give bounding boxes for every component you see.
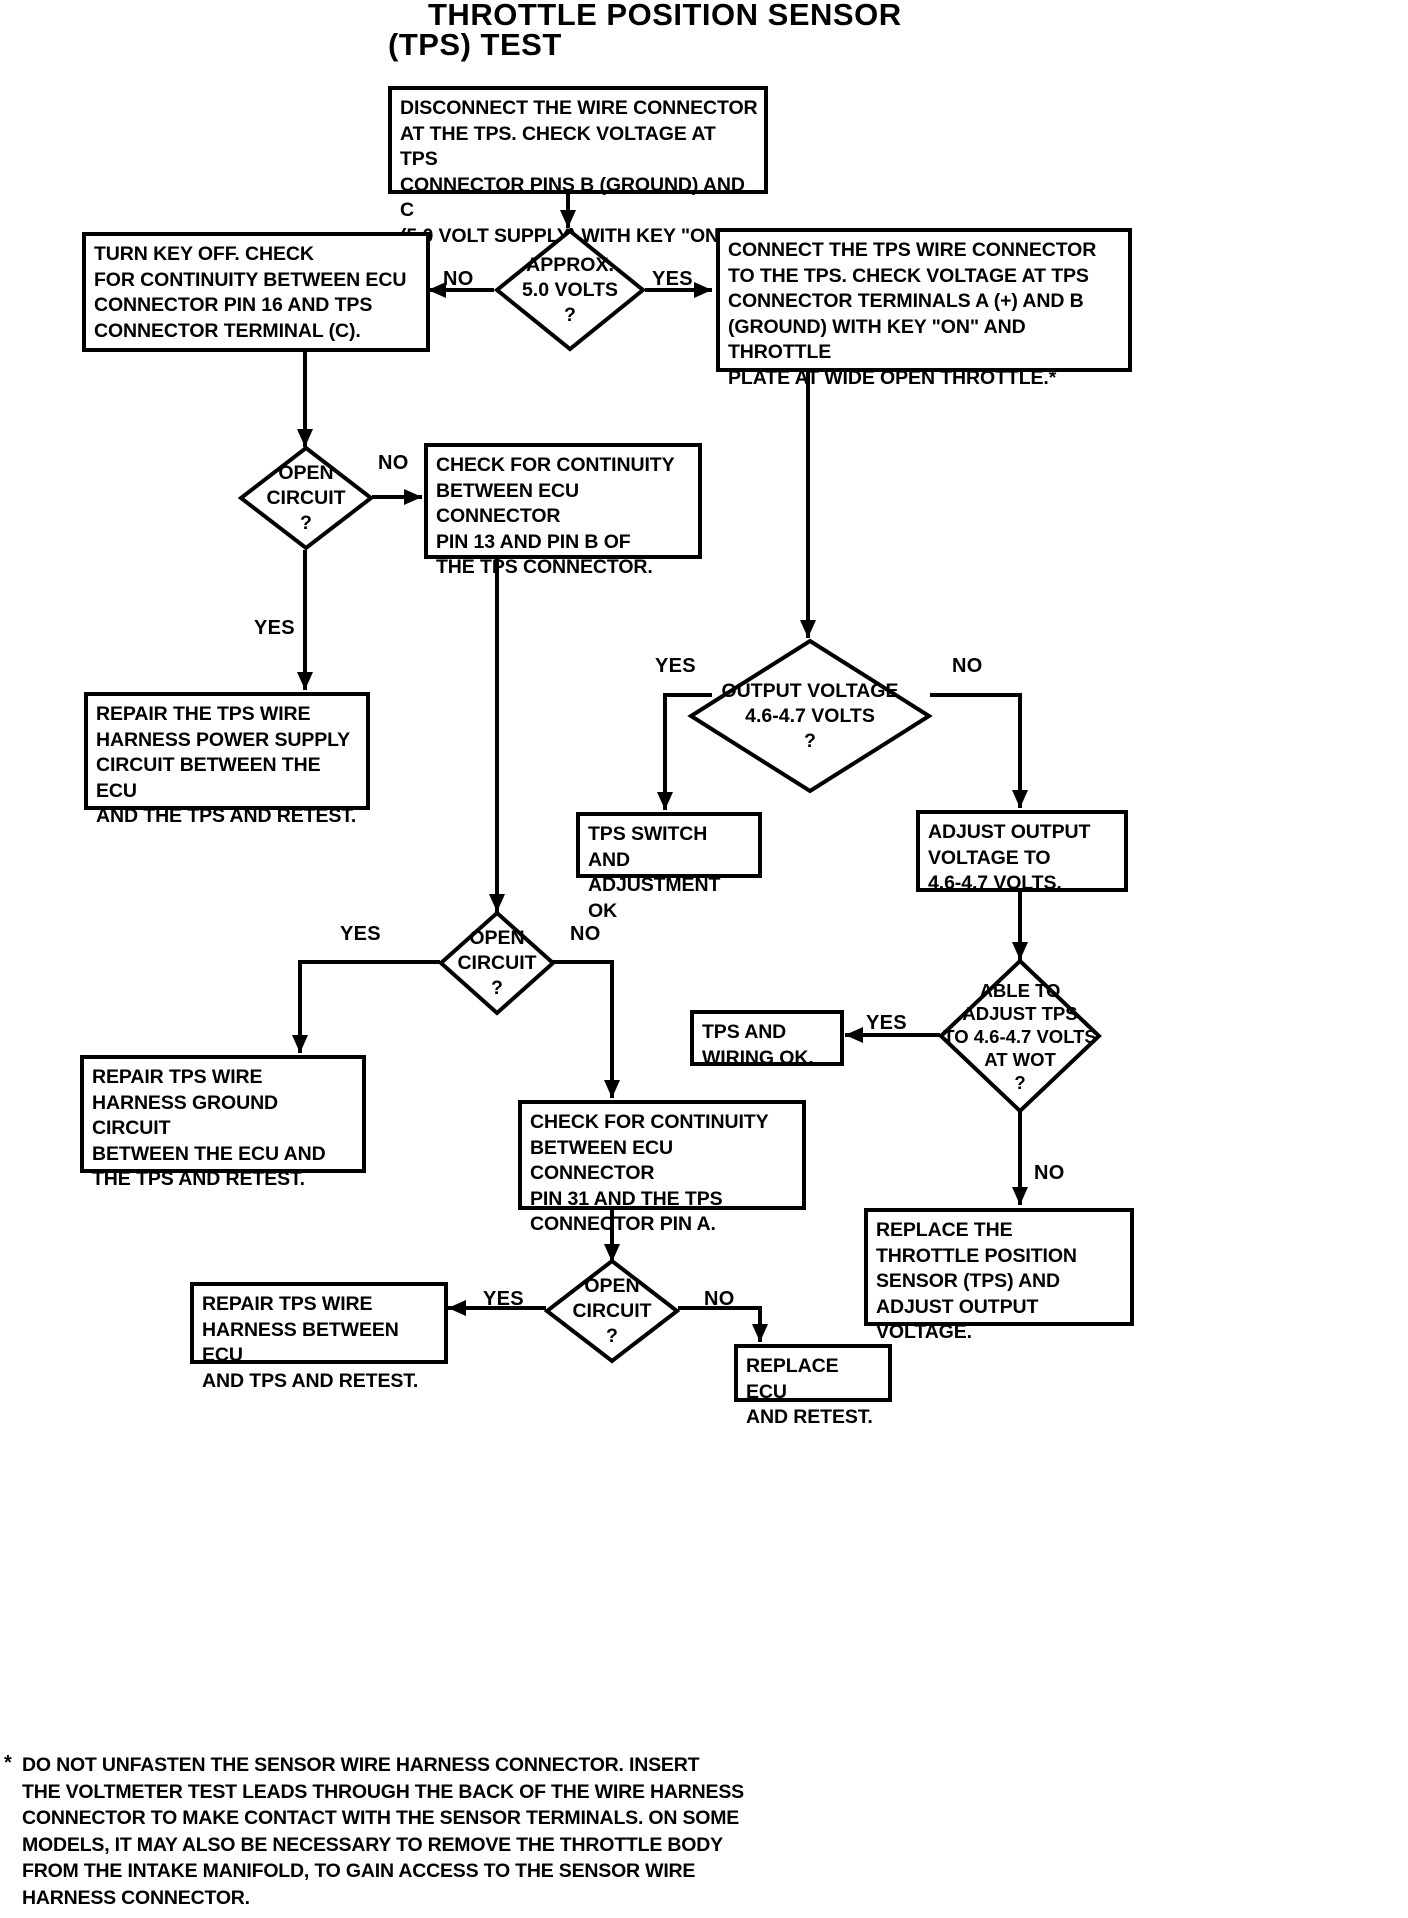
edge-label-able-no: NO (1034, 1162, 1065, 1184)
node-repair-power-supply: REPAIR THE TPS WIRE HARNESS POWER SUPPLY… (84, 692, 370, 827)
node-able-to-adjust: ABLE TO ADJUST TPS TO 4.6-4.7 VOLTS AT W… (938, 958, 1102, 1114)
edge-label-oc3-yes: YES (483, 1288, 524, 1310)
page-title-line-2: (TPS) TEST (388, 27, 562, 62)
arrowhead (845, 1027, 863, 1043)
footnote-marker: * (4, 1752, 12, 1774)
node-connect-tps: CONNECT THE TPS WIRE CONNECTOR TO THE TP… (716, 228, 1132, 389)
edge-label-ov-no: NO (952, 655, 983, 677)
footnote-text: DO NOT UNFASTEN THE SENSOR WIRE HARNESS … (22, 1754, 744, 1909)
node-open-circuit-2: OPEN CIRCUIT ? (437, 910, 557, 1016)
node-output-voltage: OUTPUT VOLTAGE 4.6-4.7 VOLTS ? (687, 638, 933, 794)
node-tps-switch-ok: TPS SWITCH AND ADJUSTMENT OK (576, 812, 762, 922)
node-adjust-output-voltage: ADJUST OUTPUT VOLTAGE TO 4.6-4.7 VOLTS. (916, 810, 1128, 894)
edge-label-approx-no: NO (443, 268, 474, 290)
node-approx-5-volts: APPROX. 5.0 VOLTS ? (493, 228, 647, 352)
edge-label-approx-yes: YES (652, 268, 693, 290)
edge-label-oc2-no: NO (570, 923, 601, 945)
arrowhead (292, 1035, 308, 1053)
edge-label-oc1-no: NO (378, 452, 409, 474)
arrowhead (297, 672, 313, 690)
node-open-circuit-1: OPEN CIRCUIT ? (237, 445, 375, 551)
node-start: DISCONNECT THE WIRE CONNECTOR AT THE TPS… (388, 86, 768, 247)
node-turn-key-off: TURN KEY OFF. CHECK FOR CONTINUITY BETWE… (82, 232, 430, 352)
node-replace-ecu: REPLACE ECU AND RETEST. (734, 1344, 892, 1428)
node-replace-tps: REPLACE THE THROTTLE POSITION SENSOR (TP… (864, 1208, 1134, 1343)
edge-label-oc2-yes: YES (340, 923, 381, 945)
page-title-line-1: THROTTLE POSITION SENSOR (428, 0, 902, 32)
node-open-circuit-3: OPEN CIRCUIT ? (543, 1258, 681, 1364)
arrowhead (448, 1300, 466, 1316)
node-repair-ground-circuit: REPAIR TPS WIRE HARNESS GROUND CIRCUIT B… (80, 1055, 366, 1190)
arrowhead (752, 1324, 768, 1342)
arrowhead (404, 489, 422, 505)
arrowhead (1012, 790, 1028, 808)
arrowhead (604, 1080, 620, 1098)
node-check-continuity-pin13: CHECK FOR CONTINUITY BETWEEN ECU CONNECT… (424, 443, 702, 578)
edge-label-oc3-no: NO (704, 1288, 735, 1310)
node-repair-harness-between: REPAIR TPS WIRE HARNESS BETWEEN ECU AND … (190, 1282, 448, 1392)
edge-label-ov-yes: YES (655, 655, 696, 677)
edge-label-oc1-yes: YES (254, 617, 295, 639)
edge-label-able-yes: YES (866, 1012, 907, 1034)
arrowhead (1012, 1187, 1028, 1205)
node-tps-wiring-ok: TPS AND WIRING OK. (690, 1010, 844, 1069)
arrowhead (800, 620, 816, 638)
node-check-continuity-pin31: CHECK FOR CONTINUITY BETWEEN ECU CONNECT… (518, 1100, 806, 1235)
arrowhead (694, 282, 712, 298)
arrowhead (657, 792, 673, 810)
